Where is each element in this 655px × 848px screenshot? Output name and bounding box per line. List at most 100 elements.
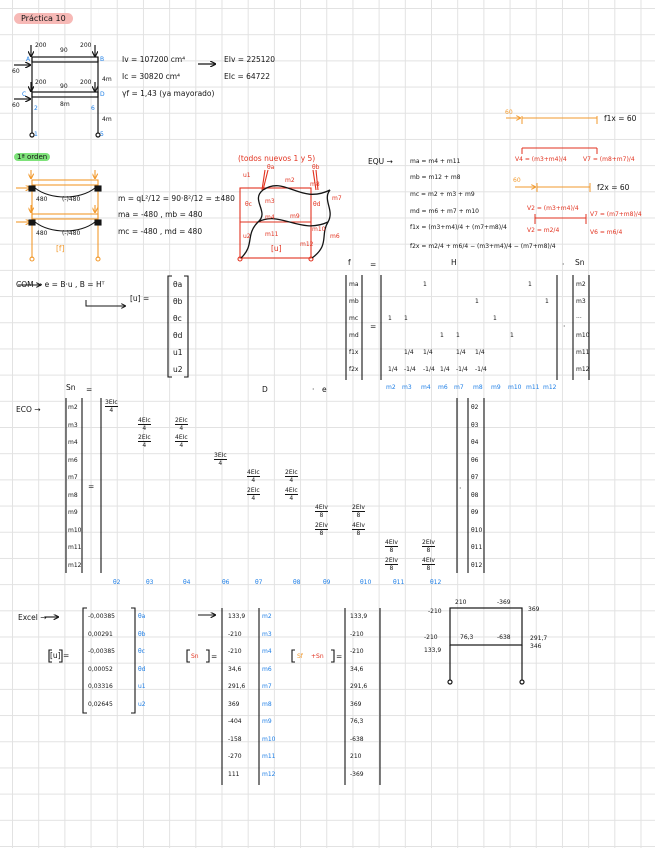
eco-row-label: m11 <box>68 544 82 551</box>
final-moment-label: 76,3 <box>460 634 474 641</box>
structure-frame <box>14 45 215 138</box>
h-matrix-cell: 1 <box>493 315 497 322</box>
numerator: 4EIc <box>247 469 260 477</box>
eco-column-label: θ12 <box>430 579 442 586</box>
sn-result-name: m8 <box>262 700 272 708</box>
distributed-load-label: 90 <box>60 83 68 90</box>
e-vector-item: θ4 <box>471 439 479 446</box>
total-moment-value: -638 <box>350 735 364 743</box>
eco-row-label: m2 <box>68 404 78 411</box>
equals-sign: = <box>86 385 93 394</box>
sn-vector-item: m12 <box>576 366 590 373</box>
load-label: 200 <box>80 79 92 86</box>
u-frame <box>237 169 319 262</box>
eco-column-label: θ4 <box>183 579 191 586</box>
sn-result-value: -404 <box>228 718 242 725</box>
numerator: 2EIc <box>175 416 188 425</box>
denominator: 4 <box>289 477 294 484</box>
shear-label: V4 = (m3+m4)/4 <box>515 156 567 163</box>
e-vector-item: θ12 <box>471 561 483 569</box>
h-column-label: m2 <box>386 384 396 391</box>
left-support <box>29 132 35 138</box>
eco-column-label: θ9 <box>323 579 331 586</box>
denominator: 4 <box>142 442 147 449</box>
stiffness-beam: EIv = 225120 <box>224 55 276 64</box>
node-label: B <box>100 56 105 63</box>
u-result-name: θb <box>138 630 146 638</box>
numerator: 2EIv <box>385 556 398 565</box>
numerator: 3EIc <box>214 451 227 460</box>
u-vector-item: θb <box>173 297 183 306</box>
u-frame-label: m6 <box>330 233 340 240</box>
h-row-label: mb <box>349 298 359 305</box>
eco-matrix-bars <box>65 398 485 573</box>
denominator: 4 <box>179 442 184 449</box>
u-vector-item: θd <box>173 331 183 340</box>
u-frame-label: m10 <box>312 226 326 233</box>
numerator: 4EIv <box>385 539 398 547</box>
h-column-label: m6 <box>438 384 448 391</box>
inertia-beam: Iv = 107200 cm⁴ <box>122 55 186 64</box>
equilibrium-line: mc = m2 + m3 + m9 <box>410 191 475 198</box>
sn-result-value: 369 <box>228 700 240 708</box>
numerator: 2EIv <box>422 539 435 547</box>
numerator: 4EIc <box>285 486 298 495</box>
node-number: 1 <box>34 131 38 138</box>
h-row-label: f2x <box>349 366 359 373</box>
final-moment-label: 133,9 <box>424 647 442 654</box>
h-column-label: m3 <box>402 384 412 391</box>
h-column-label: m7 <box>454 384 464 391</box>
denominator: 4 <box>218 459 223 467</box>
u-result-value: 0,03316 <box>88 683 113 690</box>
numerator: 2EIc <box>247 486 260 495</box>
sn-result-value: 291,6 <box>228 683 246 690</box>
u-vector-item: θa <box>173 280 183 289</box>
eco-column-label: θ8 <box>293 579 301 586</box>
eco-column-label: θ3 <box>146 579 154 586</box>
node-number: 6 <box>91 105 95 112</box>
h-column-label: m8 <box>473 384 483 391</box>
equals-sign: = <box>370 322 377 331</box>
denominator: 8 <box>389 564 394 572</box>
f-vector-symbol: f <box>348 258 351 267</box>
fixed-end-moment: 480 <box>36 230 48 237</box>
equilibrium-line: md = m6 + m7 + m10 <box>410 208 479 215</box>
equals-sign: = <box>370 260 377 269</box>
h-column-label: m4 <box>421 384 431 391</box>
sn-result-name: m7 <box>262 683 272 690</box>
eco-row-label: m7 <box>68 474 78 481</box>
dot-operator: · <box>312 385 315 394</box>
node-label: C <box>22 91 27 98</box>
denominator: 8 <box>319 512 324 519</box>
h-matrix-cell: 1/4 <box>404 349 414 356</box>
equals-sign: = <box>211 652 218 661</box>
equals-sign: = <box>88 482 95 491</box>
eco-row-label: m9 <box>68 509 78 516</box>
excel-brackets <box>45 607 381 785</box>
h-matrix-bars <box>345 275 590 380</box>
u-label: [u] <box>271 244 282 253</box>
page-title: Práctica 10 <box>14 13 73 24</box>
sn-result-name: m11 <box>262 753 276 760</box>
moment-line: mc = -480 , md = 480 <box>118 227 203 236</box>
final-moment-label: -210 <box>428 608 442 615</box>
u-frame-label: m2 <box>285 177 295 184</box>
total-moment-value: 291,6 <box>350 683 368 690</box>
sn-result-label: Sn <box>191 653 199 660</box>
sn-result-name: m3 <box>262 630 272 638</box>
u-frame-label: m3 <box>265 198 275 205</box>
load-label: 200 <box>35 42 47 49</box>
final-moment-label: 291,7 <box>530 635 548 642</box>
total-moment-value: -210 <box>350 630 364 638</box>
sn-result-value: 34,6 <box>228 665 242 673</box>
h-matrix-cell: -1/4 <box>404 366 416 373</box>
numerator: 4EIc <box>138 416 151 425</box>
equilibrium-line: f2x = m2/4 + m6/4 − (m3+m4)/4 − (m7+m8)/… <box>410 243 556 250</box>
h-matrix-cell: 1 <box>475 298 479 305</box>
final-moment-label: 346 <box>530 643 542 650</box>
